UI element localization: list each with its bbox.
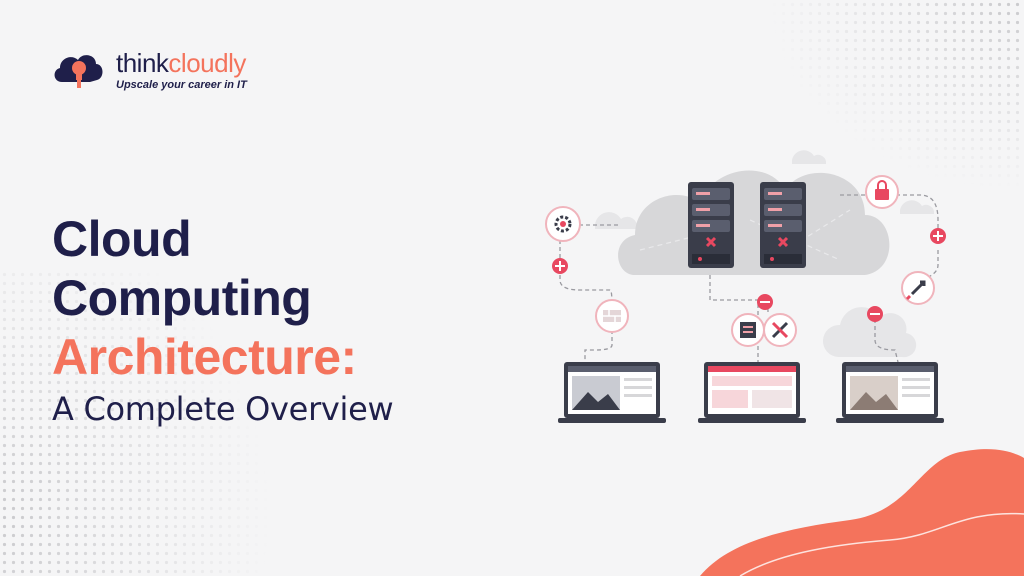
brand-logo[interactable]: thinkcloudly Upscale your career in IT bbox=[50, 48, 247, 92]
server-icon bbox=[688, 182, 734, 268]
laptop-icon bbox=[836, 362, 944, 423]
cloud-lightbulb-icon bbox=[54, 55, 103, 88]
main-cloud bbox=[618, 170, 890, 275]
headline-line-1: Cloud bbox=[52, 211, 192, 267]
rocket-icon bbox=[901, 271, 935, 305]
lock-icon bbox=[865, 175, 899, 209]
tools-icon bbox=[763, 313, 797, 347]
decorative-wave bbox=[700, 449, 1024, 576]
dot-pattern-bottom-left bbox=[0, 270, 270, 576]
headline-line-3: Architecture: bbox=[52, 329, 357, 385]
headline: Cloud Computing Architecture: A Complete… bbox=[52, 210, 394, 431]
brand-tagline: Upscale your career in IT bbox=[116, 78, 247, 91]
firewall-icon bbox=[595, 299, 629, 333]
background-clouds bbox=[595, 150, 935, 358]
cloud-architecture-illustration bbox=[545, 150, 946, 423]
headline-subtitle: A Complete Overview bbox=[52, 390, 394, 428]
laptop-icon bbox=[558, 362, 666, 423]
document-icon bbox=[731, 313, 765, 347]
gear-icon bbox=[545, 206, 581, 242]
brand-name: thinkcloudly bbox=[116, 47, 246, 78]
laptop-icon bbox=[698, 362, 806, 423]
server-icon bbox=[760, 182, 806, 268]
headline-line-2: Computing bbox=[52, 270, 312, 326]
